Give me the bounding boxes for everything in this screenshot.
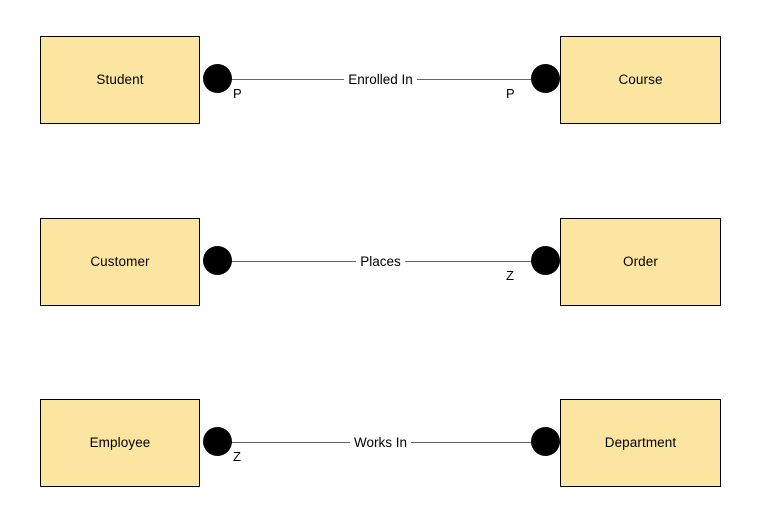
entity-box-left[interactable]: Employee bbox=[40, 399, 200, 487]
relationship-row: Employee Works In Z Department bbox=[0, 399, 761, 487]
role-dot-right-icon bbox=[531, 246, 560, 275]
entity-label: Employee bbox=[89, 435, 151, 451]
role-dot-left-icon bbox=[203, 64, 232, 93]
relationship-label: Places bbox=[356, 254, 405, 270]
relationship-label: Works In bbox=[349, 435, 411, 451]
connector-line bbox=[214, 79, 551, 81]
entity-label: Student bbox=[96, 72, 144, 88]
entity-box-right[interactable]: Department bbox=[560, 399, 721, 487]
entity-label: Order bbox=[622, 254, 658, 270]
entity-label: Customer bbox=[90, 254, 150, 270]
entity-box-right[interactable]: Order bbox=[560, 218, 721, 306]
role-dot-left-icon bbox=[203, 427, 232, 456]
entity-box-left[interactable]: Student bbox=[40, 36, 200, 124]
connector-line bbox=[214, 442, 551, 444]
entity-box-right[interactable]: Course bbox=[560, 36, 721, 124]
cardinality-label-left: P bbox=[233, 86, 242, 101]
connector-line bbox=[214, 261, 551, 263]
entity-label: Course bbox=[618, 72, 663, 88]
cardinality-label-right: Z bbox=[506, 268, 514, 283]
cardinality-label-right: P bbox=[506, 86, 515, 101]
role-dot-right-icon bbox=[531, 64, 560, 93]
entity-box-left[interactable]: Customer bbox=[40, 218, 200, 306]
relationship-row: Customer Places Z Order bbox=[0, 218, 761, 306]
role-dot-left-icon bbox=[203, 246, 232, 275]
cardinality-label-left: Z bbox=[233, 449, 241, 464]
entity-label: Department bbox=[604, 435, 677, 451]
relationship-label: Enrolled In bbox=[344, 72, 417, 88]
role-dot-right-icon bbox=[531, 427, 560, 456]
relationship-row: Student Enrolled In P P Course bbox=[0, 36, 761, 124]
